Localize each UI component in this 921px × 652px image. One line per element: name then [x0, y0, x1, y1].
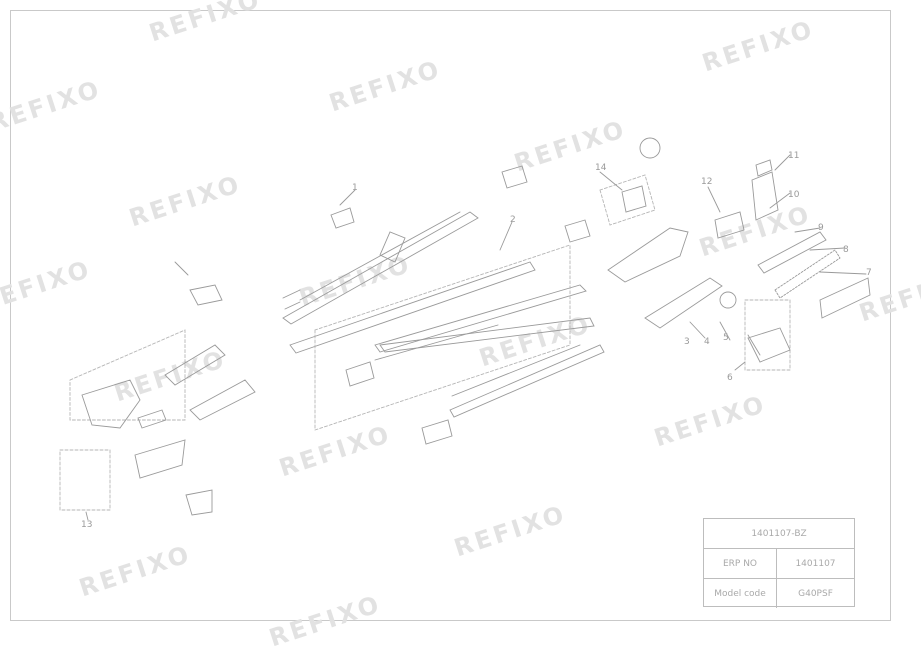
title-block: 1401107-BZ ERP NO 1401107 Model code G40… — [703, 518, 855, 608]
guide-bar — [757, 231, 827, 274]
callout-7: 7 — [866, 268, 872, 278]
coupler-2 — [564, 219, 591, 243]
erp-label: ERP NO — [704, 549, 777, 578]
callout-8: 8 — [843, 245, 849, 255]
title-block-row: Model code G40PSF — [704, 579, 854, 608]
adjuster-bracket — [714, 211, 745, 239]
callout-11: 11 — [788, 151, 799, 161]
saw-chain — [774, 249, 841, 299]
sprocket — [719, 291, 737, 309]
coupler-1 — [330, 207, 355, 229]
rear-handle-housing — [81, 379, 141, 429]
switch-plate — [137, 409, 167, 429]
gear-cover — [747, 327, 791, 363]
gear-housing — [644, 277, 723, 329]
battery-housing — [134, 439, 186, 479]
callout-5: 5 — [723, 333, 729, 343]
motor-housing — [607, 227, 689, 283]
motor-unit — [621, 185, 647, 213]
upper-pole-tube — [282, 211, 479, 325]
latch — [189, 284, 223, 306]
callout-14: 14 — [595, 163, 607, 173]
bar-cover — [819, 277, 871, 319]
oil-bottle — [751, 171, 779, 221]
title-block-row: ERP NO 1401107 — [704, 549, 854, 579]
coupler-3 — [501, 165, 528, 189]
coupler-4 — [345, 361, 375, 387]
callout-12: 12 — [701, 177, 712, 187]
rear-handle-grip — [164, 344, 226, 386]
spring — [174, 261, 189, 276]
drawing-frame — [10, 10, 891, 621]
title-block-header: 1401107-BZ — [704, 519, 854, 549]
callout-3: 3 — [684, 337, 690, 347]
callout-6: 6 — [727, 373, 733, 383]
callout-10: 10 — [788, 190, 800, 200]
oil-cap — [755, 159, 773, 177]
callout-4: 4 — [704, 337, 710, 347]
gear — [639, 137, 661, 159]
middle-pole-tube — [289, 261, 587, 361]
erp-value: 1401107 — [795, 558, 836, 569]
callout-13: 13 — [81, 520, 92, 530]
model-code-label: Model code — [704, 579, 777, 608]
end-cap — [185, 489, 213, 516]
callout-9: 9 — [818, 223, 824, 233]
coupler-5 — [421, 419, 453, 445]
lower-pole-tube — [379, 317, 605, 418]
callout-1: 1 — [352, 183, 358, 193]
model-code-value: G40PSF — [798, 588, 833, 599]
callout-2: 2 — [510, 215, 516, 225]
trigger-handle — [189, 379, 256, 421]
